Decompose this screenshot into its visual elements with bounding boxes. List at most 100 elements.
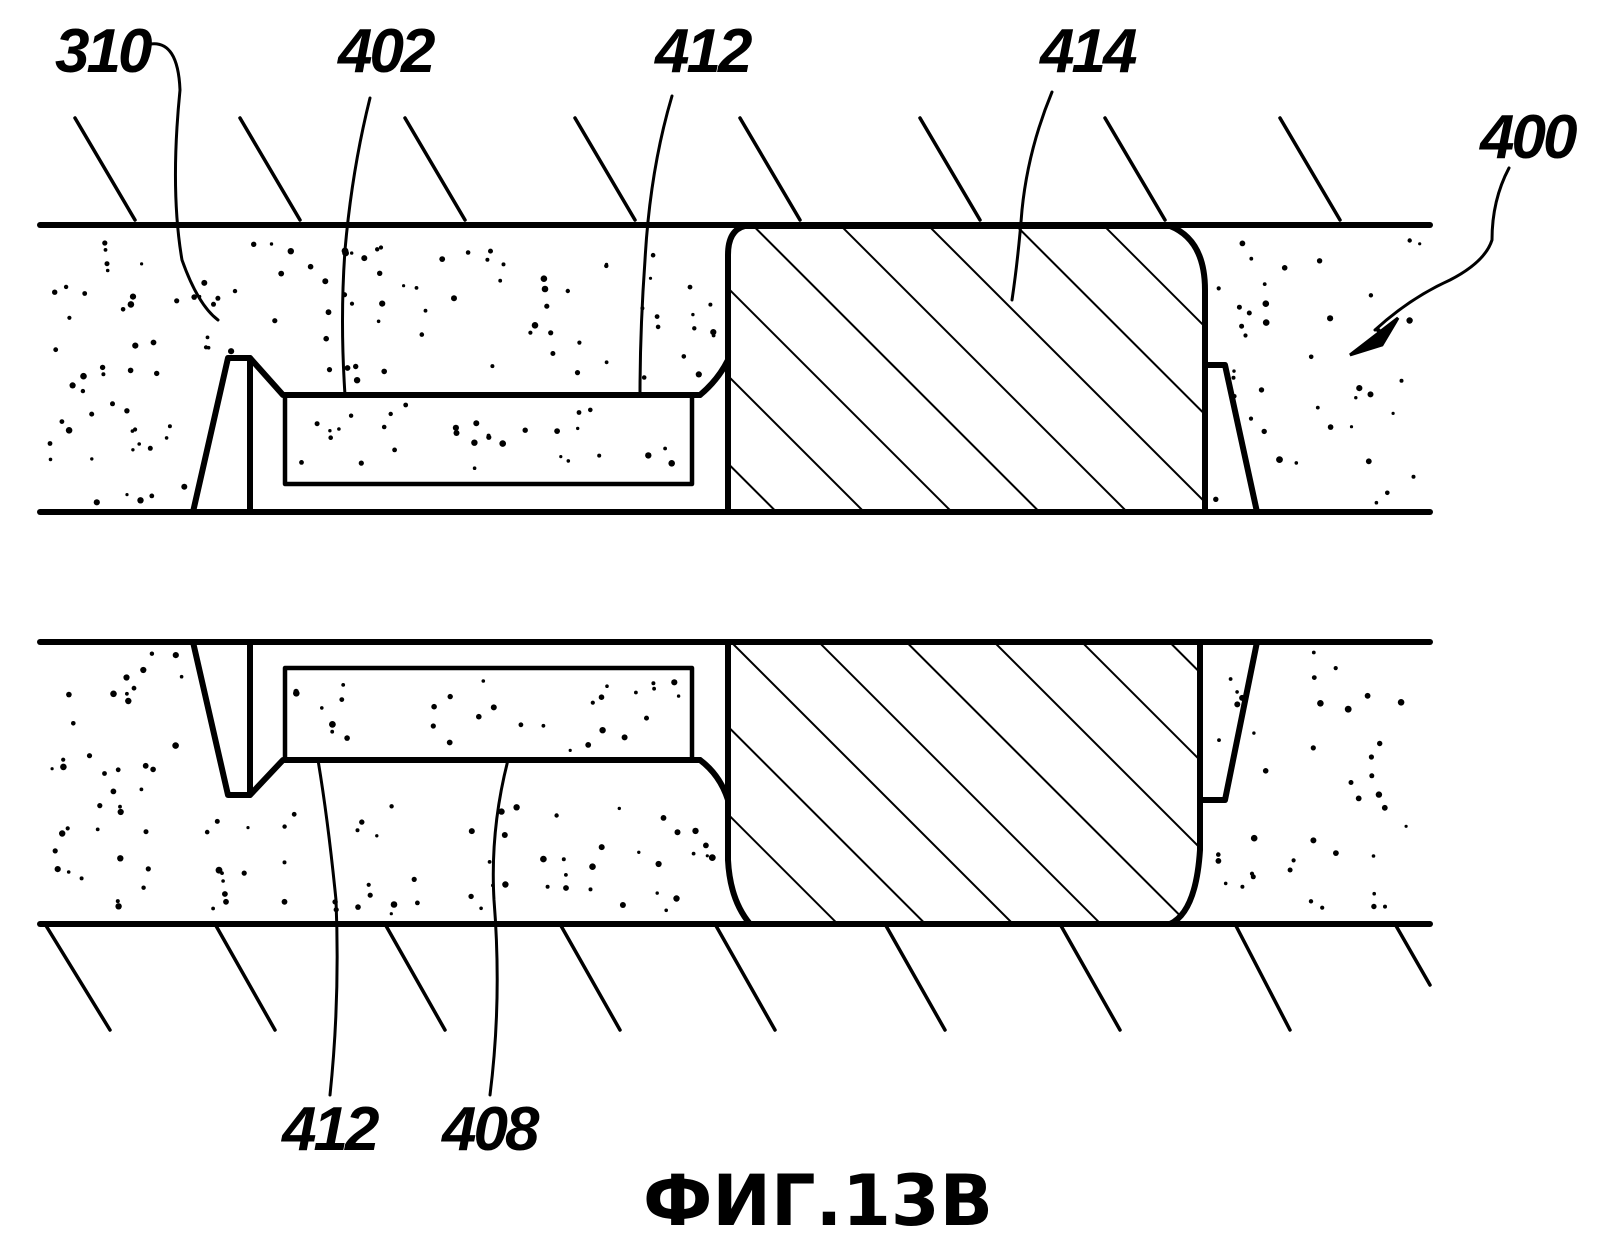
stipple-dot [241, 870, 247, 876]
stipple-dot [322, 278, 329, 285]
stipple-dot [1368, 293, 1374, 298]
stipple-dot [565, 288, 570, 294]
stipple-dot [390, 901, 398, 908]
stipple-dot [379, 300, 386, 307]
stipple-dot [115, 899, 120, 904]
stipple-dot [1375, 791, 1383, 798]
stipple-dot [95, 827, 100, 832]
stipple-dot [181, 483, 188, 490]
stipple-dot [674, 829, 681, 836]
stipple-dot [67, 315, 72, 320]
stipple-dot [143, 829, 149, 835]
stipple-dot [1308, 354, 1314, 360]
stipple-dot [673, 895, 680, 902]
stipple-dot [1234, 701, 1241, 708]
stipple-dot [97, 803, 103, 809]
stipple-dot [660, 815, 667, 821]
stipple-dot [215, 295, 221, 301]
stipple-dot [598, 844, 605, 851]
stipple-dot [355, 904, 361, 910]
stipple-dot [140, 666, 147, 674]
stipple-dot [1239, 323, 1245, 329]
stipple-dot [687, 284, 693, 290]
stipple-dot [80, 388, 86, 394]
stipple-dot [576, 410, 582, 415]
stipple-dot [648, 276, 653, 280]
stipple-dot [149, 651, 155, 656]
stipple-dot [307, 263, 314, 270]
stipple-dot [1315, 405, 1320, 410]
stipple-dot [131, 448, 135, 452]
stipple-dot [129, 293, 137, 300]
stipple-dot [118, 804, 122, 809]
stipple-dot [174, 298, 180, 304]
stipple-dot [1262, 300, 1270, 308]
stipple-dot [53, 347, 59, 353]
stipple-dot [353, 377, 361, 384]
stipple-dot [1364, 692, 1371, 699]
stipple-dot [350, 251, 354, 255]
stipple-dot [1276, 456, 1283, 463]
bottom-ground-hatching [43, 922, 1432, 1032]
stipple-dot [102, 771, 107, 776]
stipple-dot [272, 318, 278, 324]
stipple-dot [1213, 496, 1219, 502]
stipple-dot [48, 457, 53, 462]
stipple-dot [366, 882, 371, 887]
stipple-dot [1383, 904, 1387, 909]
stipple-dot [320, 706, 324, 710]
stipple-dot [179, 674, 184, 679]
stipple-dot [651, 681, 656, 686]
stipple-dot [52, 289, 58, 295]
stipple-dot [105, 268, 110, 273]
stipple-dot [389, 912, 393, 916]
label-402: 402 [336, 17, 435, 86]
stipple-dot [211, 906, 216, 911]
stipple-dot [167, 424, 172, 429]
stipple-dot [668, 460, 675, 467]
stipple-dot [472, 466, 477, 471]
stipple-dot [654, 314, 660, 319]
stipple-dot [574, 370, 581, 376]
stipple-dot [599, 727, 606, 734]
stipple-dot [411, 876, 417, 883]
stipple-dot [281, 898, 288, 905]
stipple-dot [453, 430, 460, 436]
stipple-dot [99, 364, 106, 371]
stipple-dot [1262, 768, 1269, 774]
stipple-dot [1262, 319, 1270, 326]
stipple-dot [133, 427, 138, 432]
stipple-dot [131, 685, 137, 691]
stipple-dot [86, 753, 93, 759]
stipple-dot [655, 891, 659, 895]
stipple-dot [323, 335, 330, 342]
stipple-dot [120, 307, 126, 312]
stipple-dot [140, 262, 144, 266]
stipple-dot [1406, 317, 1413, 324]
stipple-dot [554, 813, 559, 818]
stipple-dot [1235, 690, 1239, 694]
top-left-structure [190, 355, 731, 515]
stipple-dot [559, 455, 563, 459]
stipple-dot [439, 256, 446, 262]
stipple-dot [703, 842, 709, 849]
stipple-dot [637, 850, 641, 854]
stipple-dot [201, 279, 208, 286]
stipple-dot [1356, 385, 1363, 392]
stipple-dot [1215, 858, 1222, 864]
stipple-dot [430, 723, 436, 729]
stipple-dot [1317, 700, 1324, 707]
stipple-dot [110, 401, 115, 407]
stipple-dot [415, 900, 420, 906]
stipple-dot [1333, 850, 1339, 856]
stipple-dot [447, 693, 453, 700]
stipple-dot [222, 891, 228, 897]
stipple-dot [282, 824, 287, 829]
stipple-dot [150, 339, 157, 346]
stipple-dot [125, 493, 129, 497]
stipple-dot [349, 301, 355, 306]
stipple-dot [1250, 874, 1256, 880]
stipple-dot [1223, 881, 1228, 886]
stipple-dot [676, 694, 681, 698]
stipple-dot [1239, 240, 1246, 247]
